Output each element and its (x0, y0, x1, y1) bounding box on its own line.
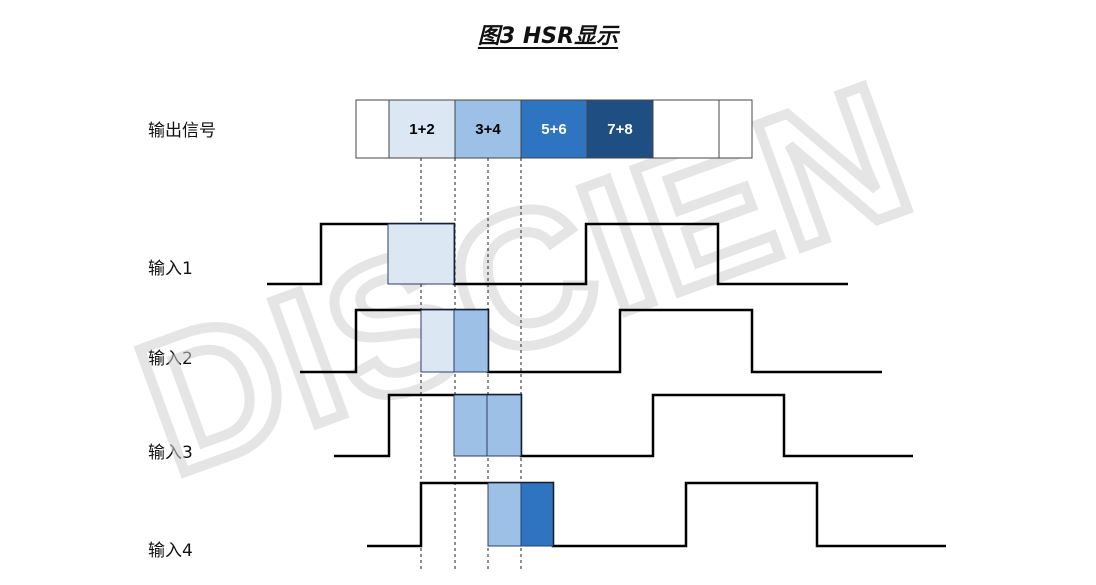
input-4-label: 输入4 (148, 541, 193, 561)
output-cell-7 (718, 99, 753, 159)
output-signal-label: 输出信号 (148, 121, 216, 141)
sample-blocks (387, 223, 554, 547)
output-cell-label-4: 5+6 (541, 121, 566, 138)
input-3-waveform (334, 393, 913, 458)
output-cell-4 (520, 99, 588, 159)
diagram-title: 图3 HSR显示 (477, 24, 619, 49)
output-cell-label-5: 7+8 (607, 121, 632, 138)
input-2-label: 输入2 (148, 349, 193, 369)
input-2-waveform (300, 308, 882, 374)
input-2-block-1 (420, 309, 455, 373)
input-waveforms (267, 222, 946, 548)
input-1-block-1 (387, 223, 455, 285)
output-cell-6 (652, 99, 720, 159)
input-4-block-2 (520, 482, 554, 547)
input-4-waveform (367, 481, 946, 548)
output-cell-1 (355, 99, 390, 159)
input-3-block-1 (453, 394, 488, 457)
input-3-block-2 (486, 394, 522, 457)
input-3-label: 输入3 (148, 443, 193, 463)
input-1-label: 输入1 (148, 259, 193, 279)
output-signal-bar: 1+2 3+4 5+6 7+8 (355, 99, 753, 159)
input-2-block-2 (453, 309, 489, 373)
output-cell-5 (586, 99, 654, 159)
output-cell-label-2: 1+2 (409, 121, 434, 138)
input-1-waveform (267, 222, 848, 286)
output-cell-2 (388, 99, 456, 159)
input-4-block-1 (487, 482, 522, 547)
output-cell-label-3: 3+4 (475, 121, 501, 138)
